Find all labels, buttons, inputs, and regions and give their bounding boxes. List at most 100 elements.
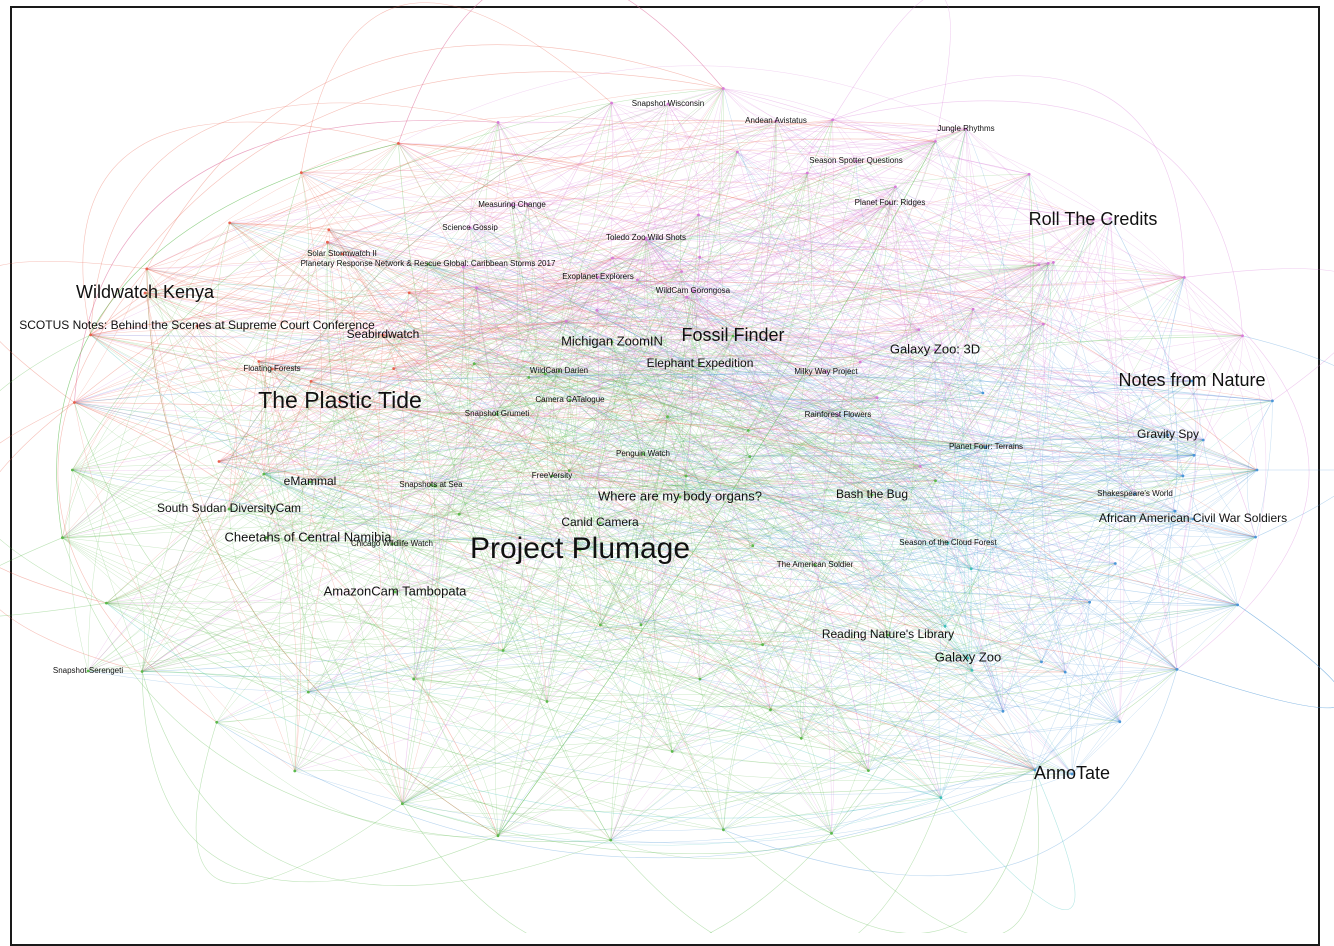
node-label-south-sudan-diversitycam: South Sudan DiversityCam (157, 501, 301, 515)
node-label-wildwatch-kenya: Wildwatch Kenya (76, 282, 215, 302)
network-node (1236, 604, 1239, 607)
network-edge (470, 146, 1029, 228)
node-label-science-gossip: Science Gossip (442, 223, 498, 232)
network-node (894, 185, 897, 188)
node-label-jungle-rhythms: Jungle Rhythms (937, 124, 994, 133)
network-edge (1243, 336, 1334, 537)
node-label-african-american-civil-war: African American Civil War Soldiers (1099, 511, 1287, 525)
network-edge (1072, 602, 1090, 774)
network-node (300, 171, 303, 174)
node-label-wildcam-darien: WildCam Darien (530, 366, 588, 375)
network-node (747, 429, 750, 432)
network-node (105, 602, 108, 605)
network-node (1193, 454, 1196, 457)
node-label-michigan-zoomin: Michigan ZoomIN (561, 333, 663, 348)
network-node (73, 401, 76, 404)
node-label-gravity-spy: Gravity Spy (1137, 427, 1199, 441)
network-edge (69, 470, 88, 671)
network-edge (266, 321, 566, 538)
node-label-exoplanet-explorers: Exoplanet Explorers (562, 272, 634, 281)
network-edge (833, 0, 951, 141)
node-label-canid-camera: Canid Camera (561, 515, 639, 529)
node-label-snapshot-wisconsin: Snapshot Wisconsin (632, 99, 704, 108)
network-node (458, 513, 461, 516)
node-label-season-spotter: Season Spotter Questions (809, 156, 902, 165)
node-label-snapshot-grumeti: Snapshot Grumeti (465, 409, 530, 418)
network-node (546, 700, 549, 703)
network-edge (402, 798, 941, 846)
network-node (685, 296, 688, 299)
network-edge (1243, 336, 1273, 401)
network-node (934, 140, 937, 143)
network-node (412, 678, 415, 681)
node-label-rainforest-flowers: Rainforest Flowers (805, 410, 872, 419)
node-label-amazoncam-tambopata: AmazonCam Tambopata (324, 583, 468, 598)
node-label-notes-from-nature: Notes from Nature (1118, 370, 1265, 390)
network-edge (611, 798, 941, 933)
node-label-annotate: AnnoTate (1034, 763, 1110, 783)
network-edge (230, 143, 399, 223)
network-node (599, 624, 602, 627)
node-label-camera-catalogue: Camera CATalogue (535, 395, 605, 404)
network-node (982, 392, 985, 395)
network-edge (74, 403, 498, 836)
node-label-floating-forests: Floating Forests (243, 364, 300, 373)
node-label-project-plumage: Project Plumage (470, 532, 690, 565)
network-node (527, 376, 530, 379)
network-edge (776, 121, 1243, 336)
network-node (1256, 469, 1259, 472)
network-node (1038, 263, 1041, 266)
network-node (751, 544, 754, 547)
network-edge (308, 692, 402, 804)
network-node (1052, 261, 1055, 264)
network-edge (1072, 605, 1238, 774)
network-node (1183, 276, 1186, 279)
network-node (397, 142, 400, 145)
network-node (1118, 720, 1121, 723)
network-node (327, 228, 330, 231)
node-label-snapshot-serengeti: Snapshot Serengeti (53, 666, 123, 675)
network-edge (1105, 219, 1175, 512)
network-node (71, 469, 74, 472)
network-node (228, 222, 231, 225)
network-node (497, 121, 500, 124)
network-node (1002, 710, 1005, 713)
network-node (61, 536, 64, 539)
network-edge (147, 269, 298, 771)
network-node (736, 151, 739, 154)
node-label-emammal: eMammal (284, 474, 337, 488)
network-node (497, 834, 500, 837)
network-node (722, 828, 725, 831)
node-label-galaxy-zoo: Galaxy Zoo (935, 649, 1001, 664)
network-edge (0, 335, 106, 603)
network-edge (88, 369, 272, 671)
node-label-seasons-of-the-cloud: Season of the Cloud Forest (899, 538, 997, 547)
network-node (699, 678, 702, 681)
network-edge (1177, 605, 1334, 708)
network-node (1241, 334, 1244, 337)
network-node (145, 268, 148, 271)
network-node (610, 102, 613, 105)
node-label-scotus-notes: SCOTUS Notes: Behind the Scenes at Supre… (19, 318, 375, 332)
network-node (1176, 668, 1179, 671)
network-node (595, 309, 598, 312)
network-node (1271, 400, 1274, 403)
network-node (698, 256, 701, 259)
network-node (475, 286, 478, 289)
network-edge (0, 403, 142, 672)
network-node (89, 334, 92, 337)
network-node (1182, 475, 1185, 478)
network-node (876, 396, 879, 399)
node-label-measuring-change: Measuring Change (478, 200, 546, 209)
network-edge (196, 722, 402, 883)
network-node (940, 796, 943, 799)
network-node (502, 649, 505, 652)
network-node (408, 291, 411, 294)
node-label-penguin-watch: Penguin Watch (616, 449, 670, 458)
network-node (257, 360, 260, 363)
network-node (609, 839, 612, 842)
network-node (697, 214, 700, 217)
network-node (263, 473, 266, 476)
network-node (919, 465, 922, 468)
